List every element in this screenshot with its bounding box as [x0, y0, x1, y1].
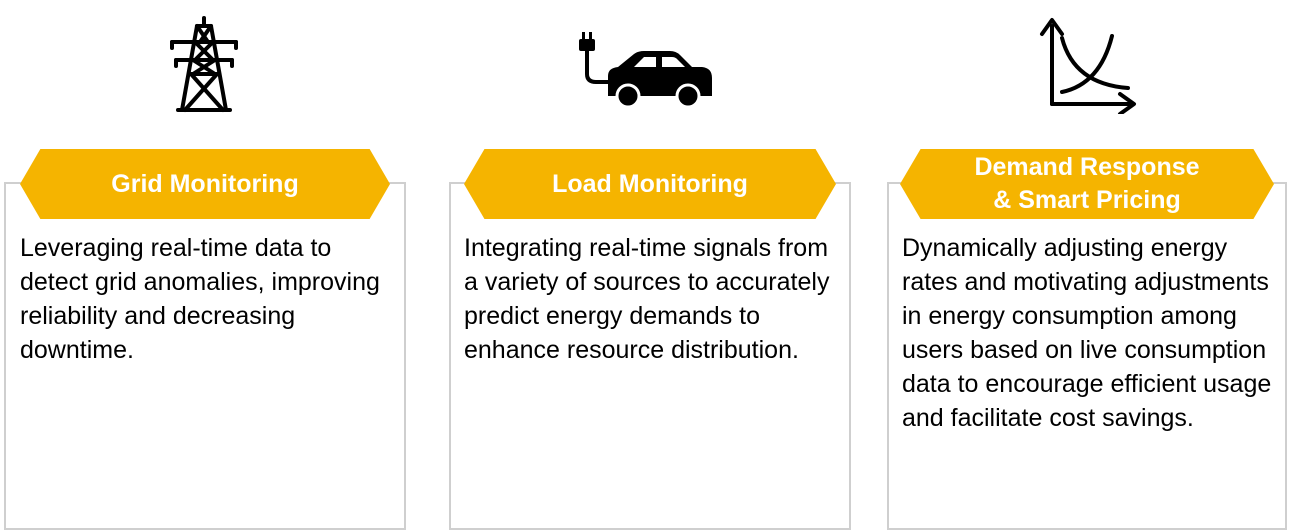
card-title: Load Monitoring — [552, 169, 748, 198]
card-load-monitoring — [449, 182, 851, 530]
banner-demand-response: Demand Response & Smart Pricing — [900, 149, 1274, 219]
card-demand-response — [887, 182, 1287, 530]
card-grid-monitoring — [4, 182, 406, 530]
banner-grid-monitoring: Grid Monitoring — [20, 149, 390, 219]
banner-load-monitoring: Load Monitoring — [464, 149, 836, 219]
electric-car-plug-icon — [579, 32, 712, 109]
demand-supply-curve-icon — [1040, 18, 1136, 114]
card-description: Leveraging real-time data to detect grid… — [20, 234, 380, 364]
card-description: Integrating real-time signals from a var… — [464, 234, 830, 364]
card-description: Dynamically adjusting energy rates and m… — [902, 234, 1272, 432]
card-title: Grid Monitoring — [111, 169, 299, 198]
card-title: Demand Response & Smart Pricing — [974, 153, 1200, 214]
transmission-tower-icon — [170, 16, 238, 112]
